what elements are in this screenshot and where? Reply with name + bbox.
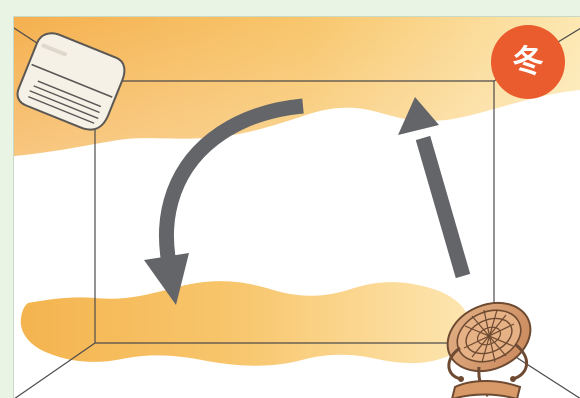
floor-warm-air [21, 281, 472, 366]
room-illustration: 冬 [13, 16, 580, 398]
winter-season-badge: 冬 [491, 25, 565, 99]
upward-airflow-arrow [398, 97, 463, 276]
